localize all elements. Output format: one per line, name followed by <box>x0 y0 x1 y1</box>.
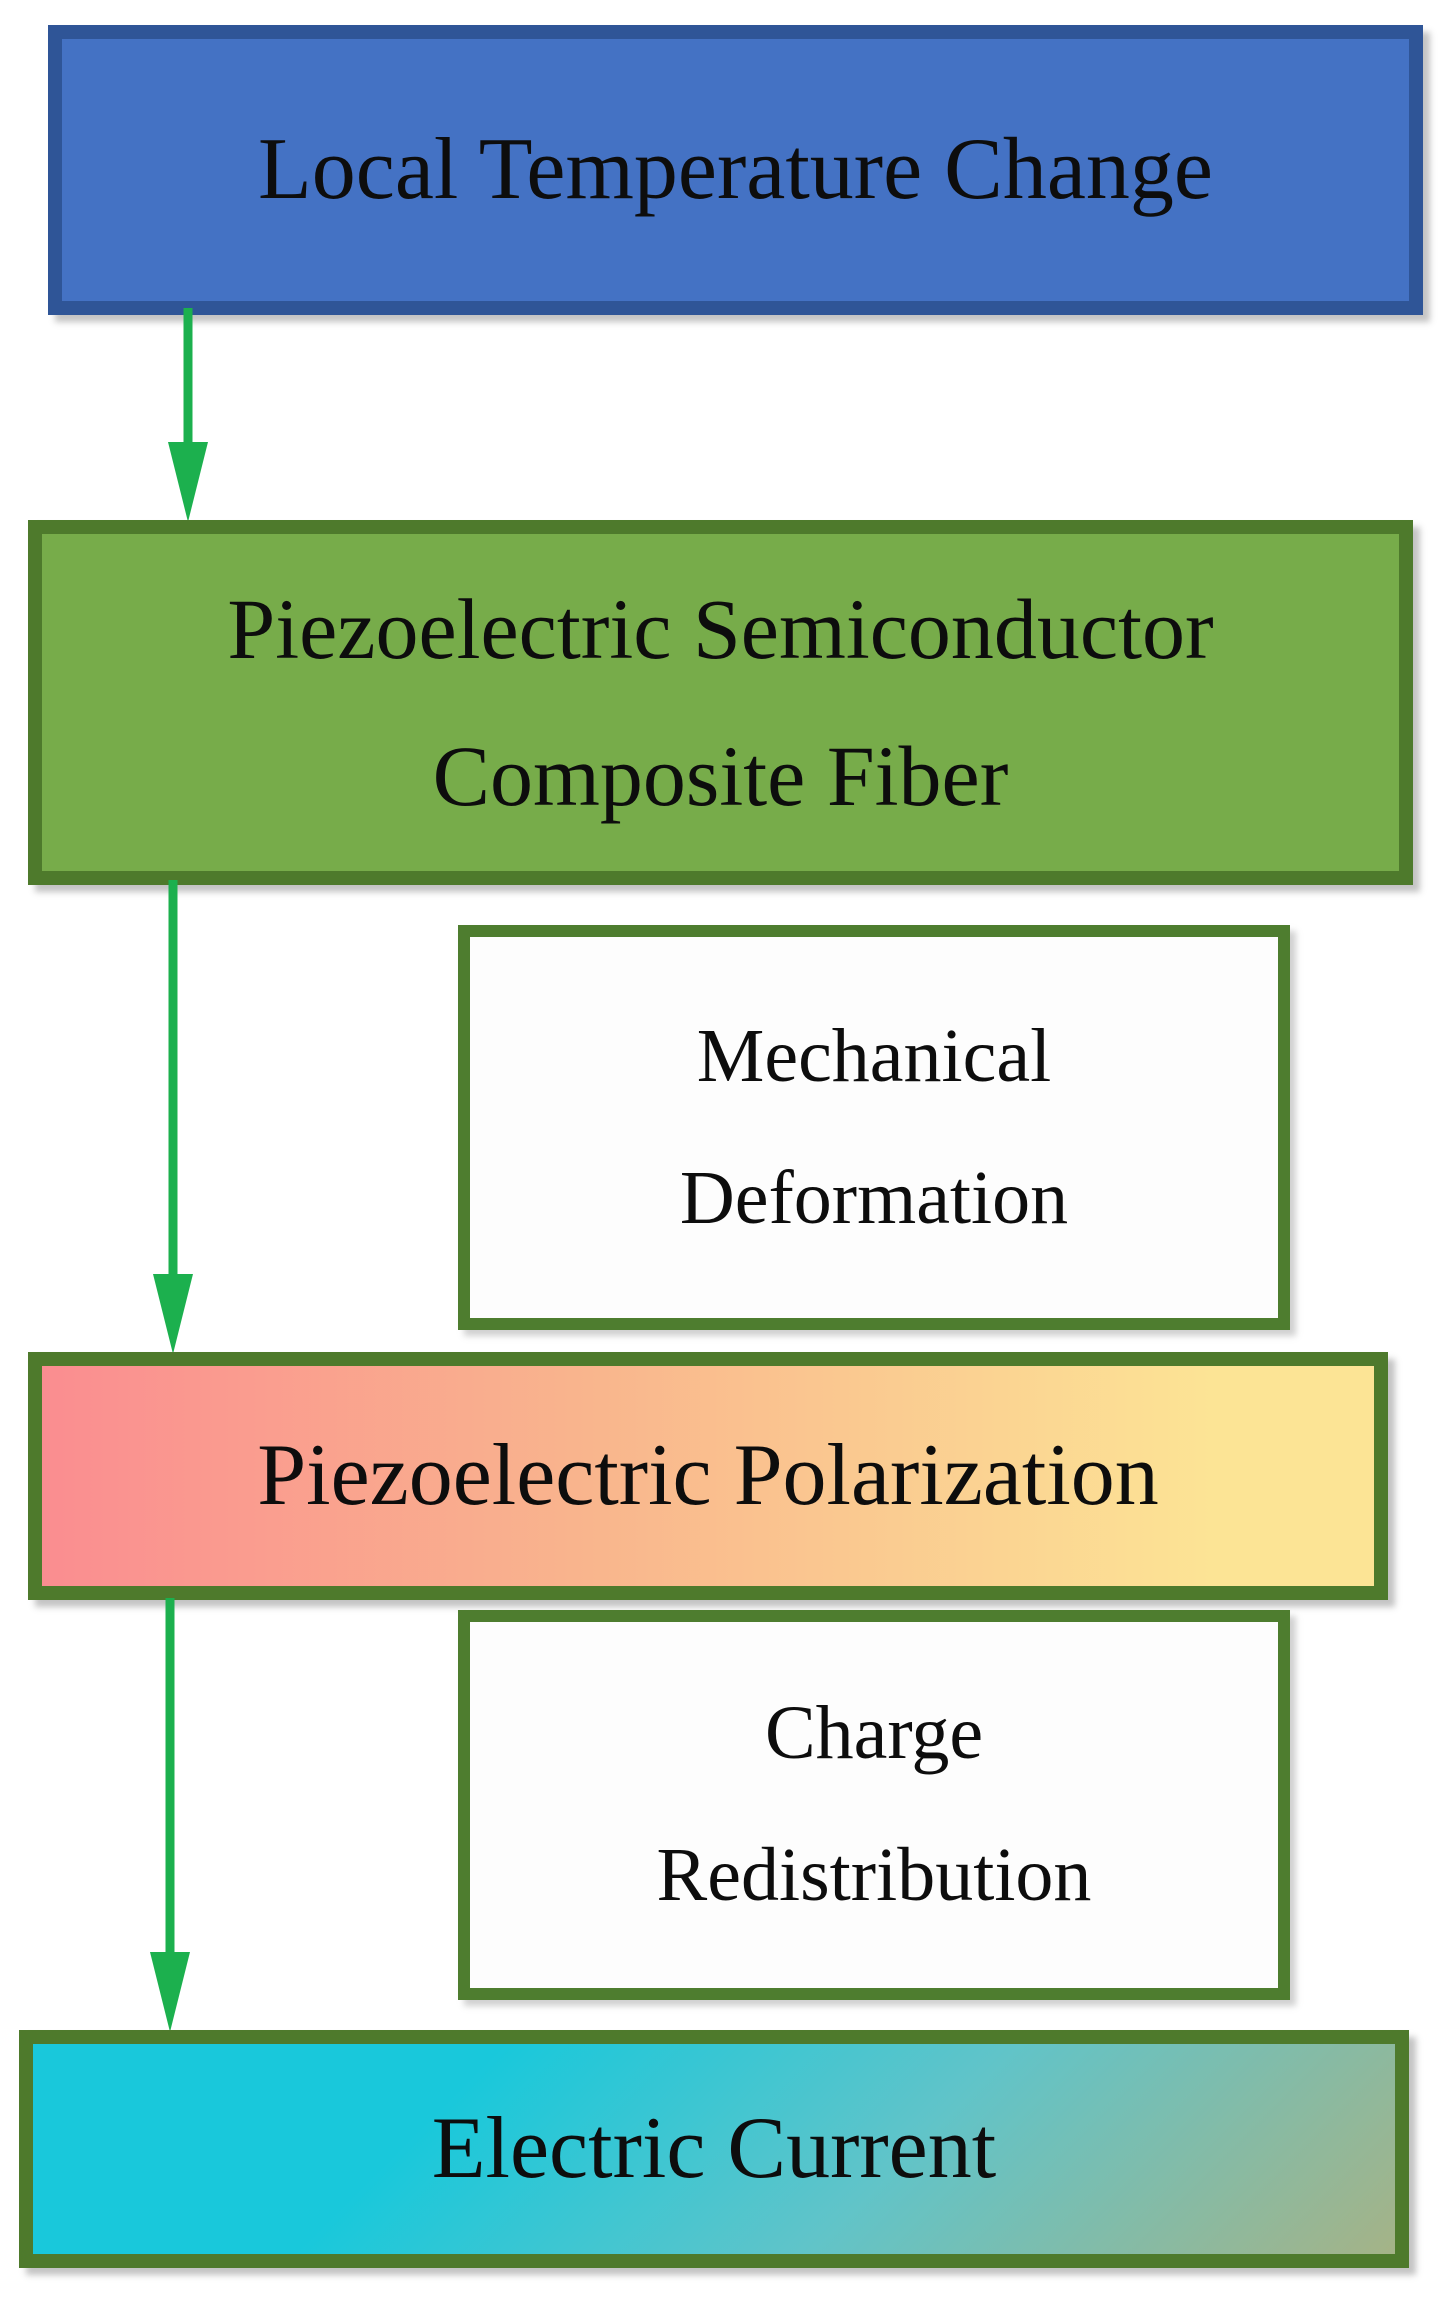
flow-arrow-polarization-to-current <box>150 1598 190 2032</box>
node-fiber-label-line1: Piezoelectric Semiconductor <box>227 580 1214 677</box>
node-mechanical-deformation-line2: Deformation <box>679 1155 1069 1240</box>
node-charge-redistribution: Charge Redistribution <box>458 1610 1290 2000</box>
node-mechanical-deformation-line1: Mechanical <box>696 1013 1052 1098</box>
flow-arrow-temperature-to-fiber <box>168 308 208 522</box>
node-charge-redistribution-line1: Charge <box>764 1691 984 1776</box>
arrow-down-icon <box>150 1952 190 2032</box>
node-charge-redistribution-line2: Redistribution <box>656 1833 1092 1917</box>
flow-arrow-fiber-to-polarization <box>153 880 193 1354</box>
node-piezoelectric-polarization-label: Piezoelectric Polarization <box>257 1426 1159 1524</box>
node-electric-current: Electric Current <box>19 2030 1409 2268</box>
node-fiber-label-line2: Composite Fiber <box>432 727 1009 824</box>
arrow-shaft <box>165 1598 175 1956</box>
node-mechanical-deformation: Mechanical Deformation <box>458 925 1290 1330</box>
node-local-temperature-change: Local Temperature Change <box>48 25 1423 315</box>
arrow-shaft <box>168 880 178 1278</box>
arrow-down-icon <box>168 442 208 522</box>
node-piezoelectric-polarization: Piezoelectric Polarization <box>28 1352 1388 1600</box>
arrow-shaft <box>183 308 193 448</box>
node-electric-current-label: Electric Current <box>431 2099 997 2197</box>
arrow-down-icon <box>153 1274 193 1354</box>
node-local-temperature-change-label: Local Temperature Change <box>258 120 1213 218</box>
node-piezoelectric-semiconductor-composite-fiber: Piezoelectric Semiconductor Composite Fi… <box>28 520 1413 885</box>
